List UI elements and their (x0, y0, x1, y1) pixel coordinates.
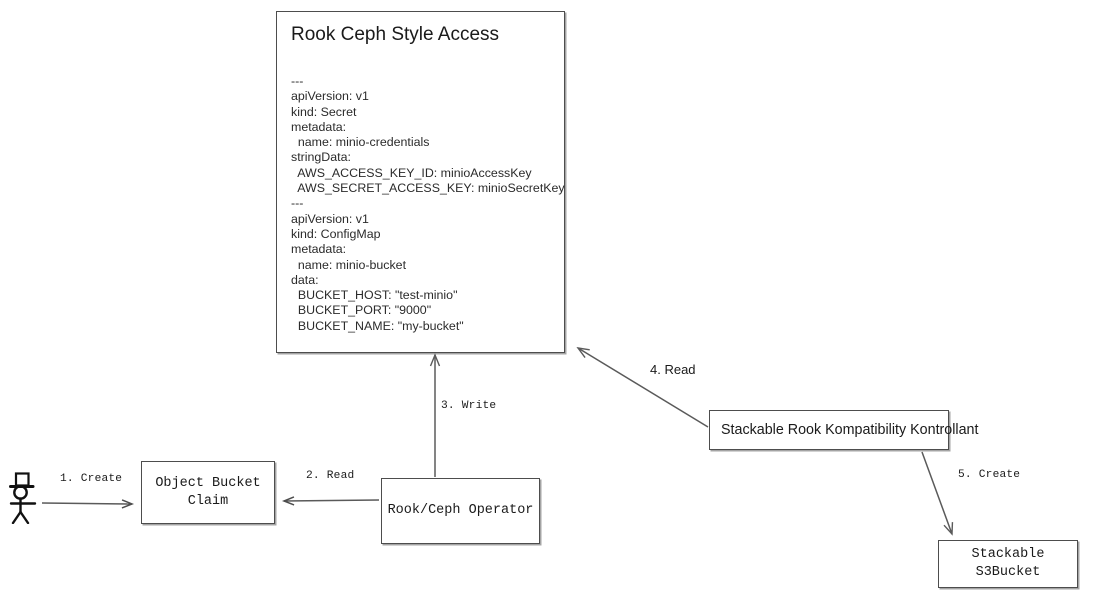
edge-label-1-create: 1. Create (60, 473, 123, 485)
node-stackable-s3bucket[interactable]: Stackable S3Bucket (938, 540, 1078, 588)
node-rook-ceph-operator[interactable]: Rook/Ceph Operator (381, 478, 540, 544)
edge-label-3-write: 3. Write (441, 400, 497, 412)
edge-create-krk-to-s3 (921, 451, 954, 536)
rook-ceph-style-access-card: Rook Ceph Style Access --- apiVersion: v… (276, 11, 565, 353)
card-title: Rook Ceph Style Access (291, 24, 500, 45)
yaml-manifest-text: --- apiVersion: v1 kind: Secret metadata… (291, 74, 565, 333)
edge-label-5-create: 5. Create (958, 469, 1021, 481)
node-stackable-rook-kompatibility-kontrollant[interactable]: Stackable Rook Kompatibility Kontrollant (709, 410, 978, 450)
edge-label-4-read: 4. Read (650, 362, 696, 377)
edge-read-krk-to-yaml (576, 347, 709, 428)
actor-stick-figure-icon (9, 472, 37, 524)
edge-read-operator-to-obc (281, 496, 380, 506)
edge-label-2-read: 2. Read (306, 470, 355, 482)
edge-create-actor-to-obc (41, 499, 135, 509)
node-object-bucket-claim[interactable]: Object Bucket Claim (141, 461, 275, 524)
